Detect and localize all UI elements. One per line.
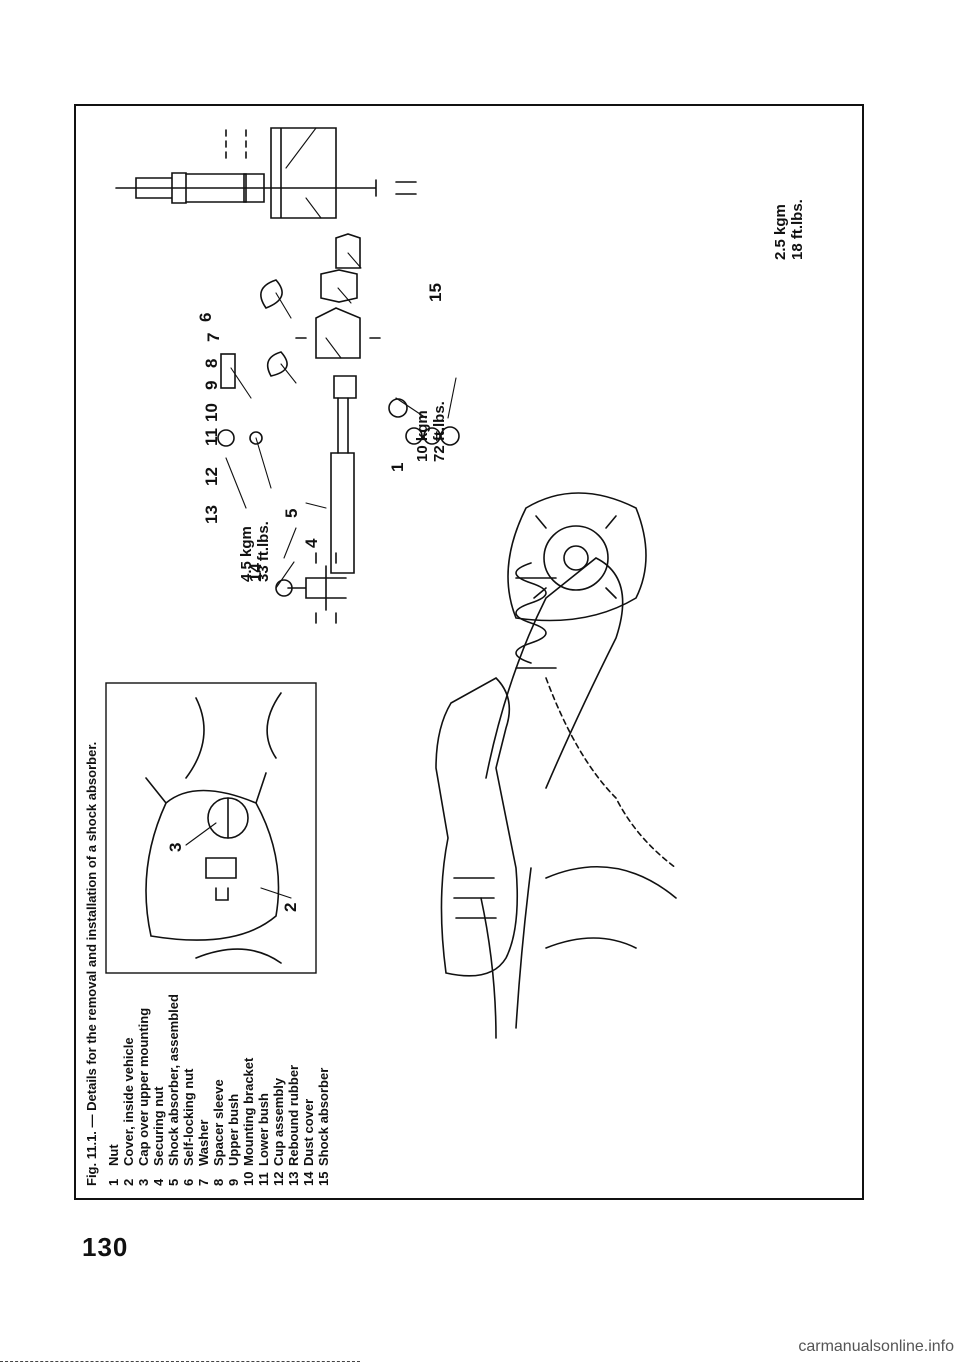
callout-7: 7 <box>204 332 223 342</box>
callout-1: 1 <box>388 462 407 472</box>
coil-spring <box>515 562 547 664</box>
callout-14: 14 <box>246 563 265 582</box>
inset-box <box>105 682 317 974</box>
cover-panel <box>145 789 280 941</box>
callout-12: 12 <box>202 467 221 486</box>
self-locking-nut <box>217 429 235 447</box>
torque-spec-self-locking: 2.5 kgm 18 ft.lbs. <box>772 199 806 260</box>
trailing-arm <box>435 677 519 977</box>
rebound-rubber <box>335 233 361 269</box>
mounting-bracket <box>295 307 381 359</box>
callout-10: 10 <box>202 403 221 422</box>
figure-rotated-content: Fig. 11.1. — Details for the removal and… <box>76 102 866 1198</box>
spacer-sleeve <box>220 353 236 389</box>
shock-assembled-body <box>330 452 355 574</box>
callout-15: 15 <box>426 283 445 302</box>
callout-4: 4 <box>302 538 321 548</box>
torque-spec-lower: 10 kgm 72 ft.lbs. <box>414 401 448 462</box>
page-number: 130 <box>82 1232 129 1262</box>
shock-lower-eye <box>243 173 265 203</box>
callout-5: 5 <box>282 508 301 518</box>
lower-bush <box>260 279 283 309</box>
shock-absorber-exploded <box>115 179 377 197</box>
shock-assembled-upper <box>287 565 347 611</box>
callout-2: 2 <box>281 902 300 912</box>
callout-11: 11 <box>202 428 221 446</box>
callout-3: 3 <box>166 842 185 852</box>
callout-6: 6 <box>196 312 215 322</box>
callout-9: 9 <box>202 380 221 390</box>
washer <box>249 431 263 445</box>
figure-frame: Fig. 11.1. — Details for the removal and… <box>74 104 864 1200</box>
callout-8: 8 <box>202 358 221 368</box>
shock-absorber-drawing <box>105 127 677 1039</box>
footer-watermark: carmanualsonline.info <box>798 1338 954 1355</box>
cup-assembly <box>320 269 358 303</box>
axle-beam <box>485 557 624 789</box>
dust-cover <box>270 127 337 219</box>
brake-drum <box>507 492 647 622</box>
upper-mount <box>205 857 237 901</box>
callout-13: 13 <box>202 505 221 524</box>
upper-bush <box>266 351 288 377</box>
